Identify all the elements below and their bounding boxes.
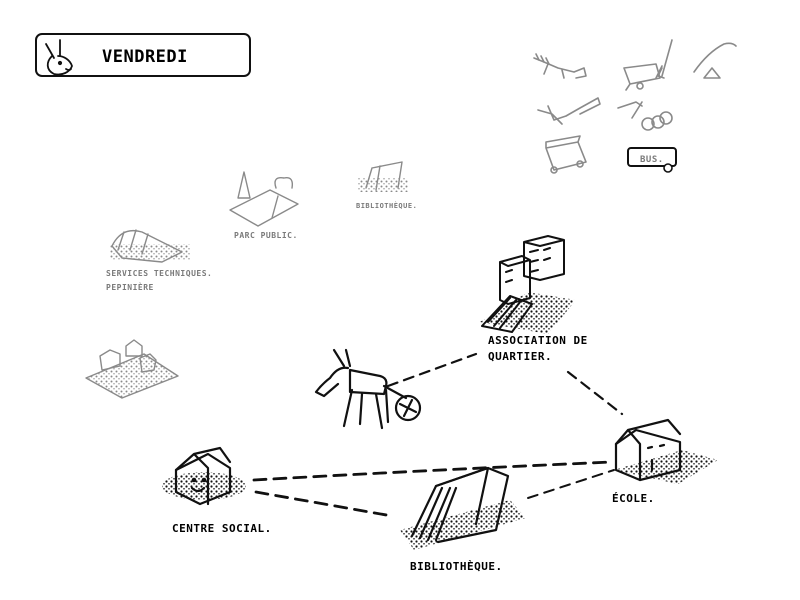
link-centre-ecole xyxy=(252,460,614,482)
bus-icon: BUS. xyxy=(627,147,677,173)
shovel-icon xyxy=(693,42,737,79)
rake-icon xyxy=(657,39,673,79)
donkey-icon xyxy=(45,39,73,76)
faded-places: PARC PUBLIC. BIBLIOTHÈQUE. SERVICES TECH… xyxy=(85,161,417,399)
small-library-icon xyxy=(358,161,408,192)
ecole-building xyxy=(614,418,718,484)
pruning-shears-icon xyxy=(537,97,601,125)
day-label: VENDREDI xyxy=(102,47,188,67)
header: VENDREDI xyxy=(35,33,251,77)
link-centre-bibliotheque xyxy=(254,490,394,518)
centre-social-label: CENTRE SOCIAL. xyxy=(172,522,272,535)
bibliotheque-building xyxy=(400,466,526,550)
header-frame xyxy=(35,33,251,77)
dumpster-icon xyxy=(545,135,587,174)
small-library-label: BIBLIOTHÈQUE. xyxy=(356,201,417,210)
wheelbarrow-icon xyxy=(623,63,663,91)
greenhouse-icon xyxy=(110,229,190,263)
link-donkey-association xyxy=(386,352,478,388)
link-bibliotheque-ecole xyxy=(527,469,615,499)
nursery-garden-icon xyxy=(85,339,179,399)
services-label-1: SERVICES TECHNIQUES. xyxy=(106,269,212,278)
park-icon xyxy=(229,171,299,227)
services-label-2: PEPINIÈRE xyxy=(106,281,154,292)
parc-label: PARC PUBLIC. xyxy=(234,231,298,240)
bibliotheque-label: BIBLIOTHÈQUE. xyxy=(410,560,503,573)
hedge-trimmer-icon xyxy=(533,53,587,79)
donkey-cart-icon xyxy=(314,348,422,430)
tools-panel: BUS. xyxy=(533,39,737,174)
association-building xyxy=(480,235,576,334)
roller-mower-icon xyxy=(617,101,673,131)
ecole-label: ÉCOLE. xyxy=(612,492,655,505)
connections xyxy=(252,352,624,518)
bus-label: BUS. xyxy=(640,155,664,165)
association-label-1: ASSOCIATION DE xyxy=(488,334,588,347)
association-label-2: QUARTIER. xyxy=(488,350,552,363)
link-association-ecole xyxy=(566,370,624,416)
centre-social-building xyxy=(162,446,246,506)
